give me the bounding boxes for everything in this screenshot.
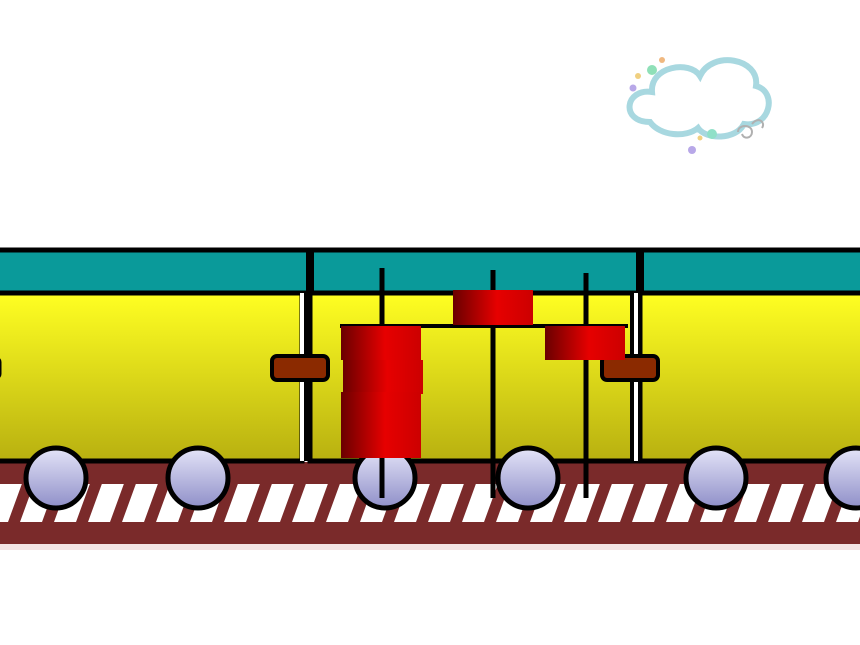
coupler-left — [270, 354, 330, 382]
abacus-bead-icon[interactable] — [343, 360, 423, 394]
abacus — [340, 268, 628, 498]
abacus-bead-icon[interactable] — [341, 392, 421, 426]
abacus-bead-icon[interactable] — [341, 424, 421, 458]
wheels — [23, 445, 860, 511]
abacus-bead-icon[interactable] — [341, 326, 421, 360]
train-car-left — [0, 290, 305, 464]
cloud-icon — [626, 57, 772, 154]
abacus-bead-icon[interactable] — [453, 290, 533, 325]
coupler-right — [600, 354, 660, 382]
abacus-bead-icon[interactable] — [545, 326, 625, 360]
train-roof — [0, 247, 860, 296]
wheel-icon — [495, 445, 561, 511]
wheel-icon — [823, 445, 860, 511]
wheel-icon — [23, 445, 89, 511]
wheel-icon — [165, 445, 231, 511]
wheel-icon — [683, 445, 749, 511]
train-car-right — [637, 290, 860, 464]
